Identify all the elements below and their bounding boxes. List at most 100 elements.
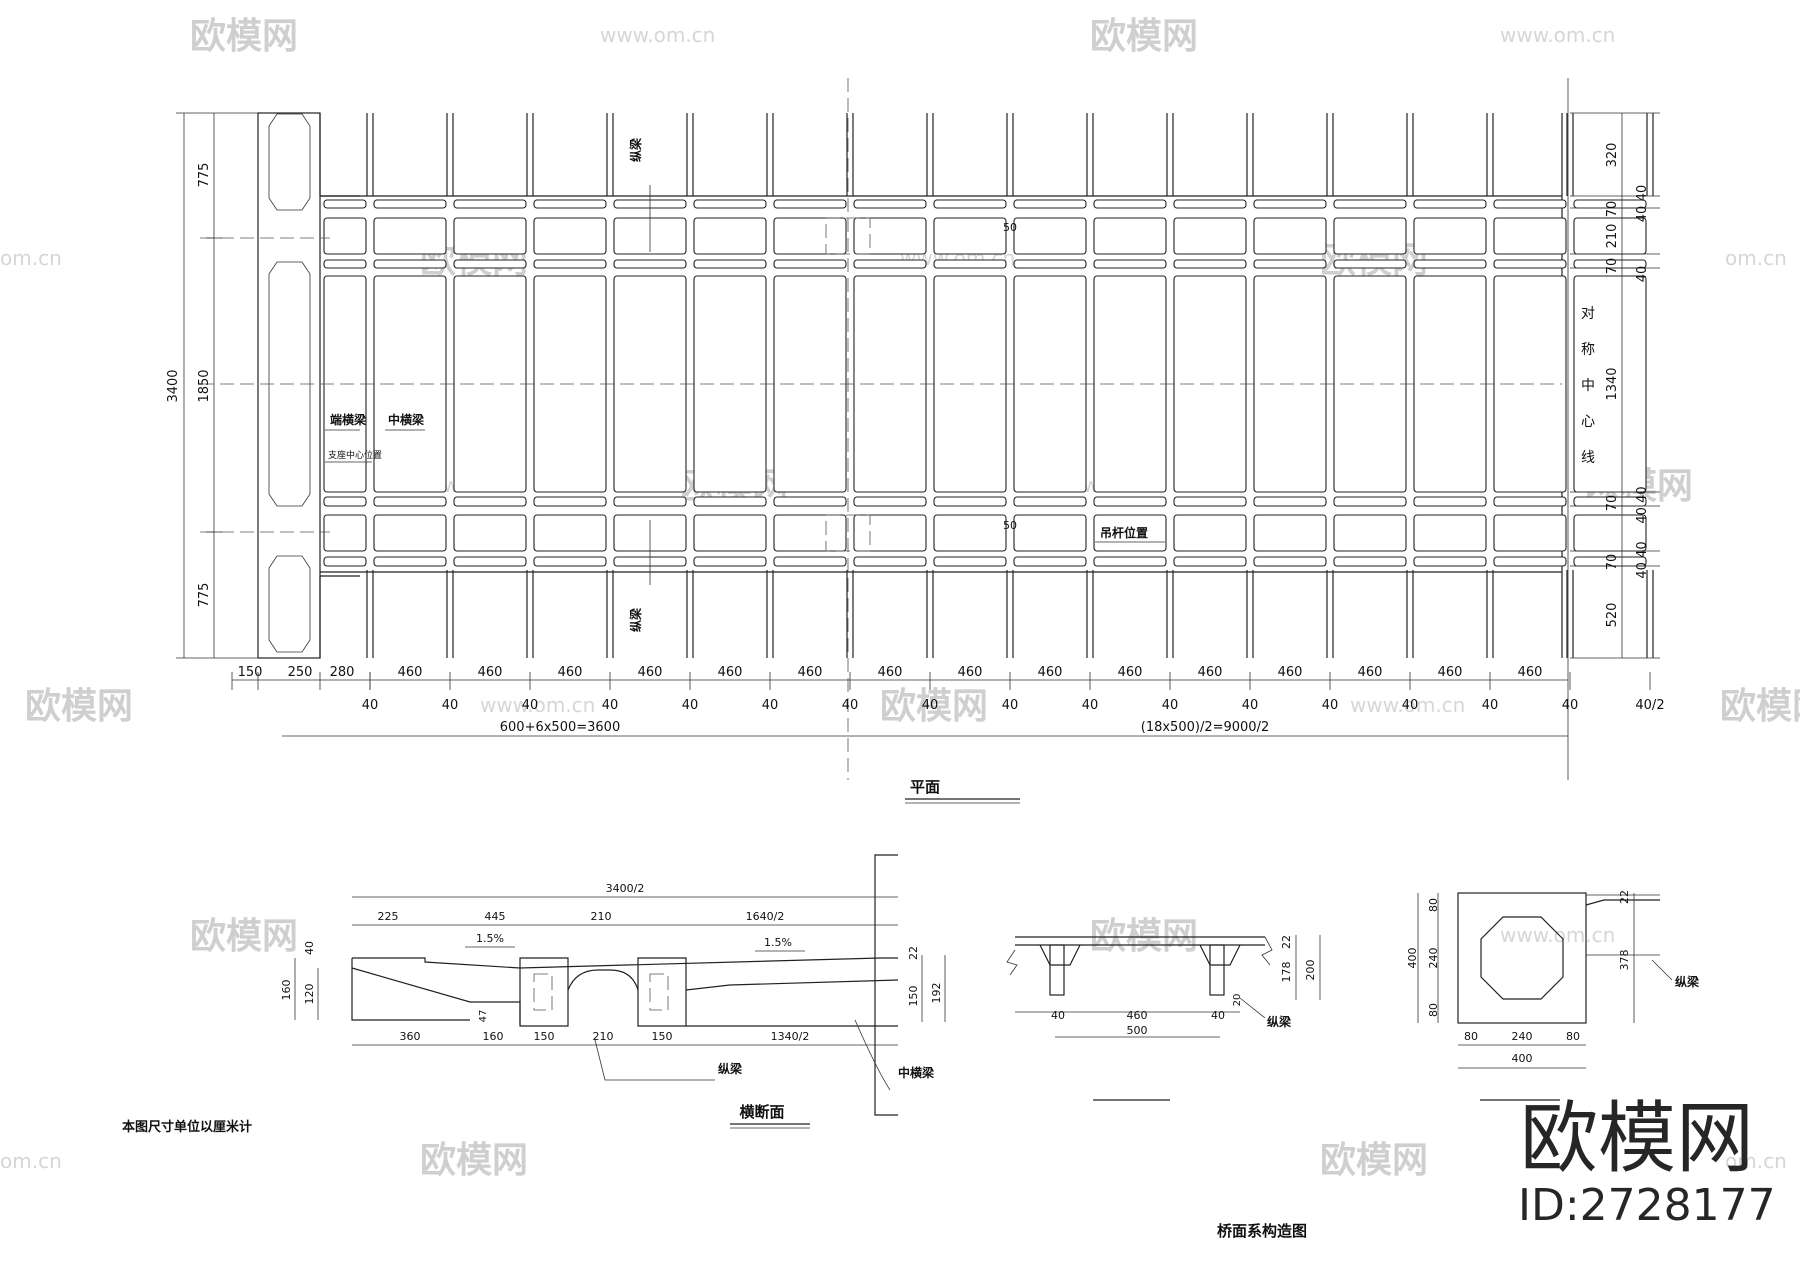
plan-bottom-dim-40: 40: [1562, 698, 1579, 713]
detail-mid-right-1: 178: [1280, 962, 1293, 983]
watermark-layer: 欧模网欧模网欧模网欧模网欧模网欧模网欧模网欧模网欧模网欧模网欧模网欧模网欧模网w…: [0, 16, 1800, 1181]
plan-bottom-dim-40: 40: [442, 698, 459, 713]
plan-bottom-dim: 460: [1038, 665, 1063, 680]
detail-mid-label: 纵梁: [1267, 1014, 1291, 1029]
brand-watermark: 欧模网: [25, 686, 133, 727]
dim-right-4: 1340: [1605, 367, 1620, 400]
plan-bottom-dim-40: 40/2: [1635, 698, 1664, 713]
deck-panel: [1253, 556, 1327, 567]
deck-panel: [453, 217, 527, 255]
deck-panel: [1413, 199, 1487, 209]
plan-view: 3400 775 1850 775 320 70 210 70 1340 70 …: [166, 78, 1665, 804]
detail-right-left-2: 80: [1427, 1003, 1440, 1017]
dim-left-1: 1850: [197, 369, 212, 402]
dim-right-2: 210: [1605, 224, 1620, 249]
url-watermark-short: om.cn: [1725, 1149, 1787, 1173]
plan-bottom-dim-40: 40: [522, 698, 539, 713]
deck-panel: [1253, 496, 1327, 507]
deck-soffit-right: [685, 979, 899, 991]
deck-panel: [773, 259, 847, 269]
plan-bottom-dim-40: 40: [1162, 698, 1179, 713]
deck-panel: [773, 217, 847, 255]
url-watermark: www.om.cn: [480, 693, 595, 717]
units-note: 本图尺寸单位以厘米计: [122, 1119, 252, 1135]
url-watermark: www.om.cn: [1500, 23, 1615, 47]
deck-panel: [1013, 556, 1087, 567]
dim-right-6: 70: [1605, 554, 1620, 571]
plan-bottom-dim-40: 40: [1082, 698, 1099, 713]
plan-bottom-dim-40: 40: [762, 698, 779, 713]
plan-bottom-dim: 250: [288, 665, 313, 680]
section-bottom-dim-0: 360: [400, 1030, 421, 1043]
deck-panel: [613, 259, 687, 269]
section-bottom-dim-5: 1340/2: [771, 1030, 810, 1043]
deck-panel: [933, 217, 1007, 255]
dim-right-5: 70: [1605, 495, 1620, 512]
deck-panel: [1093, 556, 1167, 567]
deck-panel: [323, 259, 367, 269]
deck-panel: [1173, 514, 1247, 552]
section-right-dim-2: 192: [930, 983, 943, 1004]
deck-panel: [373, 496, 447, 507]
plan-grid: [320, 113, 1654, 658]
deck-panel: [373, 217, 447, 255]
detail-web-left: [1049, 944, 1065, 996]
symmetry-char: 中: [1581, 378, 1595, 394]
detail-right-right-1: 378: [1618, 950, 1631, 971]
detail-mid-dim-20: 20: [1232, 994, 1243, 1007]
deck-panel: [1333, 259, 1407, 269]
brand-watermark: 欧模网: [1320, 1140, 1428, 1181]
section-bottom-dim-4: 150: [652, 1030, 673, 1043]
deck-panel: [533, 259, 607, 269]
deck-panel: [323, 217, 367, 255]
detail-cross-beam: 80 240 80 400 80 240 80 400 22 378 纵梁: [1406, 890, 1699, 1101]
deck-panel: [323, 514, 367, 552]
label-end-cross-beam: 端横梁: [330, 412, 366, 427]
deck-panel: [533, 556, 607, 567]
deck-panel: [1493, 199, 1567, 209]
section-bottom-dim-1: 160: [483, 1030, 504, 1043]
url-watermark: www.om.cn: [600, 23, 715, 47]
dim-50-top: 50: [1003, 221, 1017, 234]
detail-right-left-0: 80: [1427, 898, 1440, 912]
break-line: [1261, 936, 1273, 966]
detail-right-left-total: 400: [1406, 948, 1419, 969]
cross-section-view: 3400/2 225 445 210 1640/2 1.5% 1.5% 160 …: [280, 854, 946, 1129]
plan-bottom-dim: 460: [1358, 665, 1383, 680]
section-top-dim-2: 210: [591, 910, 612, 923]
deck-panel: [1253, 199, 1327, 209]
deck-panel: [533, 514, 607, 552]
dim-right-3: 70: [1605, 258, 1620, 275]
deck-panel: [853, 514, 927, 552]
deck-panel: [453, 199, 527, 209]
deck-panel: [1173, 199, 1247, 209]
deck-panel: [1413, 217, 1487, 255]
end-beam-opening-mid: [268, 261, 311, 507]
plan-bottom-dim: 460: [1118, 665, 1143, 680]
section-cut-mark: [874, 854, 898, 1116]
section-left-dim-2: 40: [303, 941, 316, 955]
detail-right-label: 纵梁: [1675, 974, 1699, 989]
deck-panel: [1173, 556, 1247, 567]
end-beam-opening-top: [268, 113, 311, 211]
detail-longitudinal-beam: 40 460 40 500 22 178 200 20 纵梁: [1006, 935, 1321, 1101]
section-slope-right: 1.5%: [764, 936, 792, 949]
deck-panel: [1253, 514, 1327, 552]
plan-bottom-dim: 460: [478, 665, 503, 680]
deck-panel: [1013, 199, 1087, 209]
section-label-longitudinal: 纵梁: [718, 1061, 742, 1076]
plan-bottom-dim: 460: [718, 665, 743, 680]
dim-right-small-4: 40 40: [1635, 541, 1650, 578]
detail-mid-total: 500: [1127, 1024, 1148, 1037]
deck-panel: [1413, 496, 1487, 507]
beam-opening: [649, 973, 669, 1011]
deck-panel: [373, 556, 447, 567]
dim-total-height: 3400: [166, 369, 181, 402]
deck-top: [352, 957, 898, 969]
deck-panel: [1413, 259, 1487, 269]
plan-bottom-dim-40: 40: [1482, 698, 1499, 713]
beam-opening: [533, 973, 553, 1011]
deck-panel: [693, 259, 767, 269]
deck-panel: [1093, 259, 1167, 269]
